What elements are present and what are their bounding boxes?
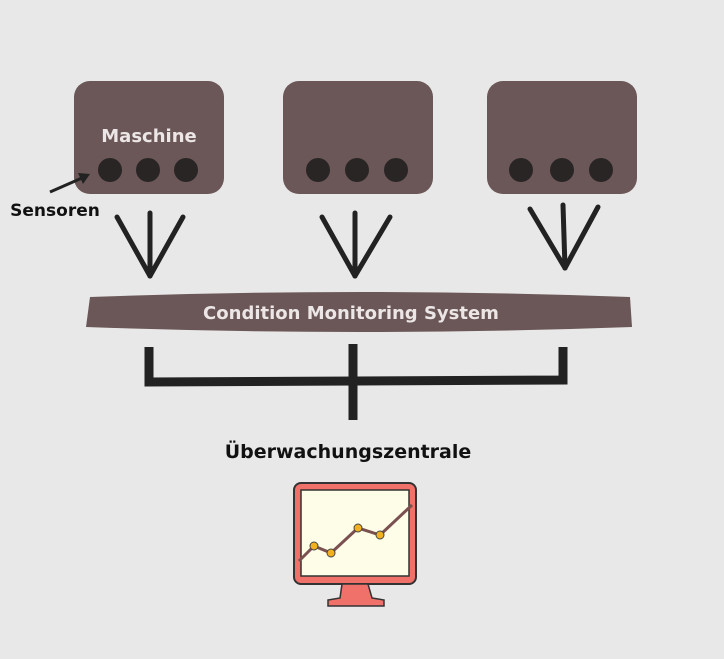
flow-arrow-2 [319,210,393,279]
machine-label: Maschine [101,126,196,147]
sensors-label: Sensoren [10,201,100,221]
sensor-dot [345,158,369,182]
sensor-dot [550,158,574,182]
connector-bracket [144,344,568,420]
flow-arrow-1 [114,210,186,279]
trend-point [326,548,336,558]
sensors-arrow-line [49,176,83,194]
data-flow-arrows [114,202,601,279]
sensor-dot [509,158,533,182]
cms-bar: Condition Monitoring System [86,292,632,332]
sensor-dot [306,158,330,182]
sensor-dot [136,158,160,182]
monitor-icon [293,482,417,607]
trend-point [353,523,363,533]
cms-label: Condition Monitoring System [203,303,499,324]
cms-bar-shape [86,292,632,332]
machine-3 [487,81,637,194]
flow-arrow-3 [527,202,601,271]
sensors-arrow-head [78,173,90,184]
sensors-annotation: Sensoren [10,173,100,221]
monitor-screen [300,489,410,577]
trend-point [309,541,319,551]
trend-point [375,530,385,540]
sensor-dot [384,158,408,182]
monitor-stand [327,583,385,607]
machine-1: Maschine [74,81,224,194]
monitoring-center-label: Überwachungszentrale [225,439,472,463]
sensor-dot [98,158,122,182]
sensor-dot [174,158,198,182]
sensor-dot [589,158,613,182]
machine-2 [283,81,433,194]
